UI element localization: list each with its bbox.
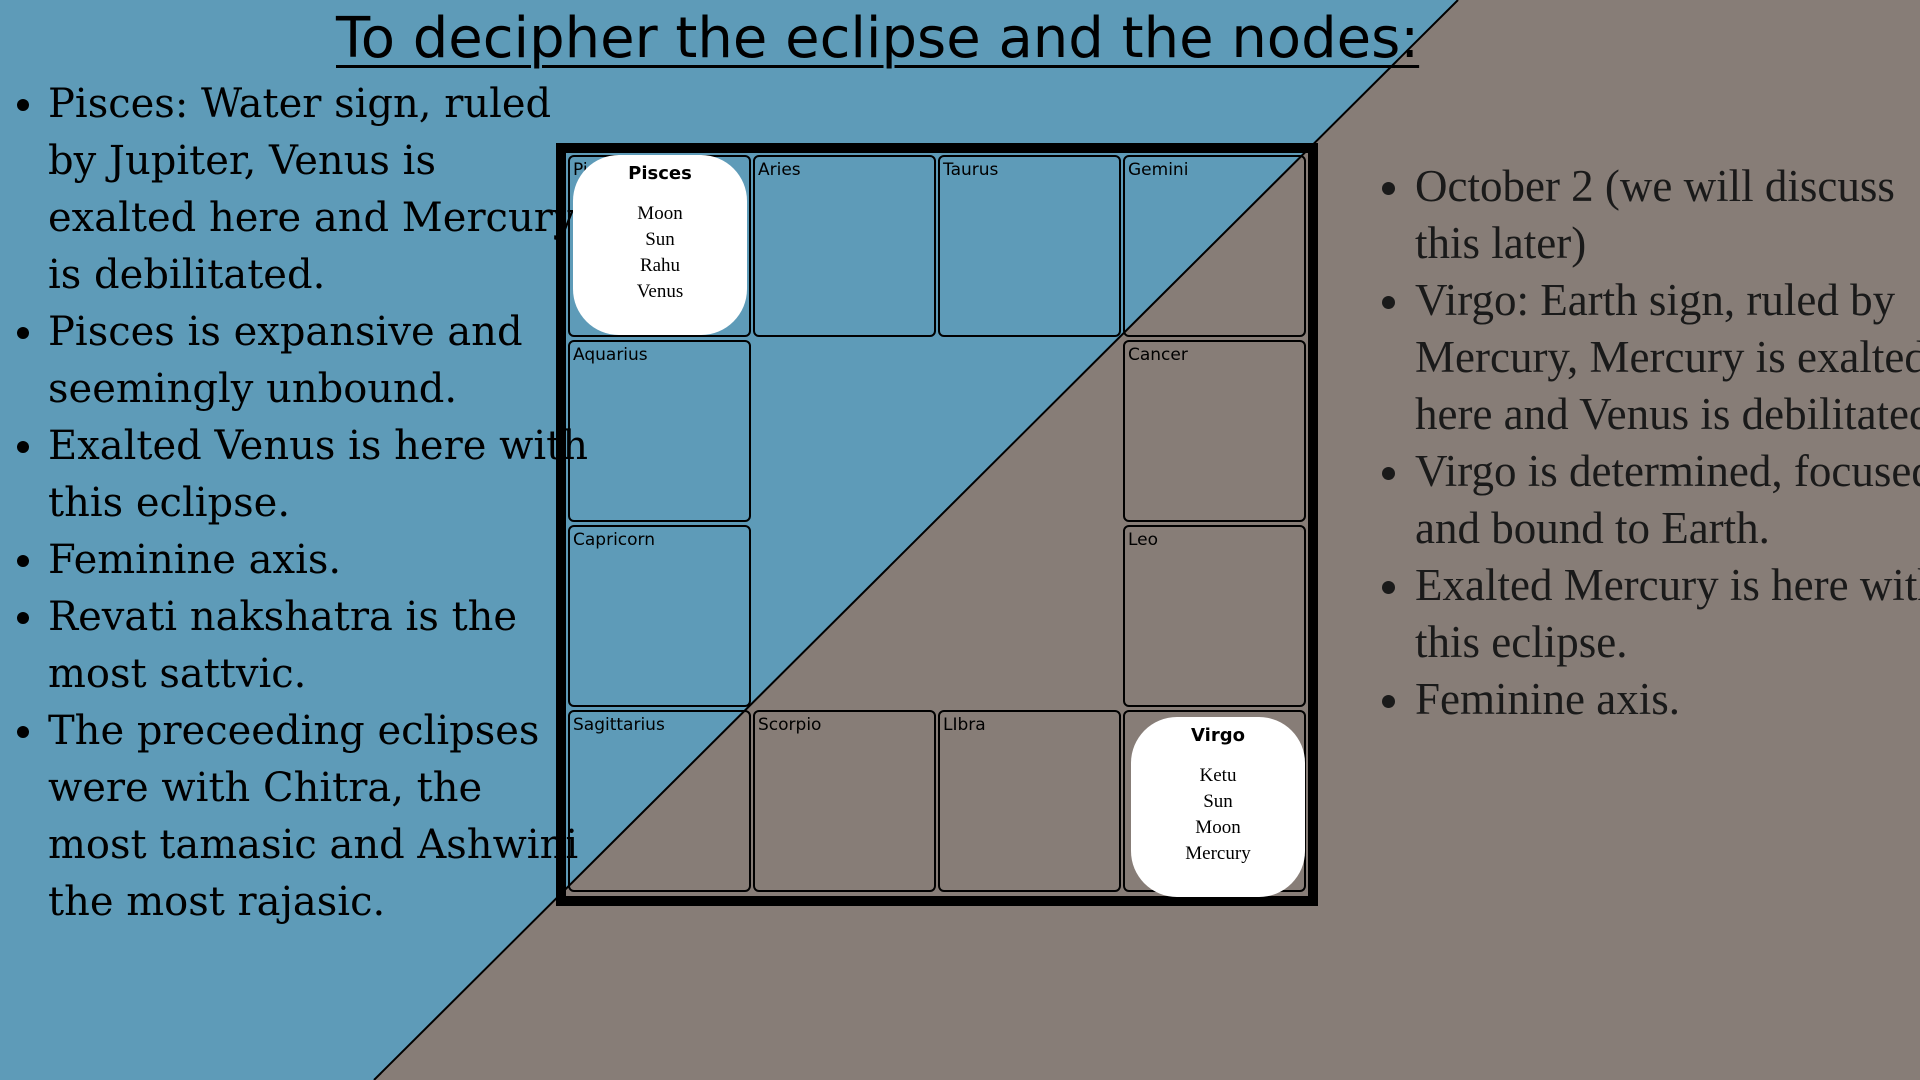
virgo-planets-badge: Virgo Ketu Sun Moon Mercury	[1131, 717, 1305, 897]
house-scorpio: Scorpio	[753, 710, 936, 892]
planet-rahu: Rahu	[639, 255, 681, 276]
virgo-note: Exalted Mercury is here with this eclips…	[1415, 557, 1920, 671]
pisces-notes-list: Pisces: Water sign, ruled by Jupiter, Ve…	[0, 76, 588, 931]
pisces-note: The preceeding eclipses were with Chitra…	[48, 703, 588, 931]
pisces-note: Pisces: Water sign, ruled by Jupiter, Ve…	[48, 76, 588, 304]
planet-moon: Moon	[637, 203, 683, 224]
virgo-note: October 2 (we will discuss this later)	[1415, 158, 1920, 272]
virgo-note: Virgo is determined, focused and bound t…	[1415, 443, 1920, 557]
sign-label-sagittarius: Sagittarius	[573, 715, 665, 735]
planet-sun: Sun	[645, 229, 675, 250]
pisces-planets: Moon Sun Rahu Venus	[573, 201, 747, 305]
pisces-planets-badge: Pisces Moon Sun Rahu Venus	[573, 155, 747, 335]
virgo-note: Virgo: Earth sign, ruled by Mercury, Mer…	[1415, 272, 1920, 443]
sign-label-aries: Aries	[758, 160, 801, 180]
planet-ketu: Ketu	[1199, 765, 1237, 786]
pisces-note: Feminine axis.	[48, 532, 588, 589]
pisces-note: Pisces is expansive and seemingly unboun…	[48, 304, 588, 418]
blue-background	[0, 0, 1458, 1080]
sign-label-aquarius: Aquarius	[573, 345, 648, 365]
pisces-note: Exalted Venus is here with this eclipse.	[48, 418, 588, 532]
sign-label-taurus: Taurus	[943, 160, 999, 180]
planet-moon: Moon	[1195, 817, 1241, 838]
sign-label-cancer: Cancer	[1128, 345, 1188, 365]
page-title: To decipher the eclipse and the nodes:	[336, 6, 1420, 71]
house-sagittarius: Sagittarius	[568, 710, 751, 892]
sign-label-scorpio: Scorpio	[758, 715, 822, 735]
virgo-badge-title: Virgo	[1191, 725, 1245, 746]
house-aquarius: Aquarius	[568, 340, 751, 522]
sign-label-leo: Leo	[1128, 530, 1159, 550]
virgo-planets: Ketu Sun Moon Mercury	[1131, 763, 1305, 867]
planet-sun: Sun	[1203, 791, 1233, 812]
sign-label-gemini: Gemini	[1128, 160, 1189, 180]
house-leo: Leo	[1123, 525, 1306, 707]
house-taurus: Taurus	[938, 155, 1121, 337]
house-cancer: Cancer	[1123, 340, 1306, 522]
virgo-notes-list: October 2 (we will discuss this later) V…	[1365, 158, 1920, 728]
virgo-note: Feminine axis.	[1415, 671, 1920, 728]
planet-venus: Venus	[636, 281, 684, 302]
planet-mercury: Mercury	[1185, 843, 1251, 864]
sign-label-capricorn: Capricorn	[573, 530, 656, 550]
diagonal-divider-line	[373, 0, 1459, 1080]
pisces-badge-title: Pisces	[628, 163, 692, 184]
pisces-note: Revati nakshatra is the most sattvic.	[48, 589, 588, 703]
house-capricorn: Capricorn	[568, 525, 751, 707]
house-libra: LIbra	[938, 710, 1121, 892]
south-indian-chart: Pisces Aries Taurus Gemini Aquarius Canc…	[556, 143, 1318, 906]
house-aries: Aries	[753, 155, 936, 337]
sign-label-libra: LIbra	[943, 715, 986, 735]
house-gemini: Gemini	[1123, 155, 1306, 337]
